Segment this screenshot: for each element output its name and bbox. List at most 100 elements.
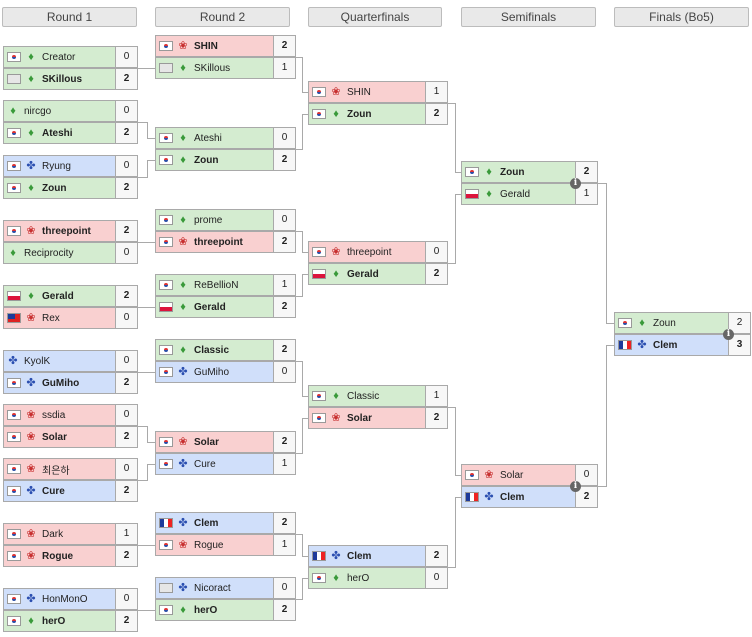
bracket-connector: [147, 242, 155, 243]
player-name: Cure: [42, 485, 65, 497]
bracket-connector: [455, 475, 461, 476]
player-score: 2: [115, 546, 137, 566]
player-name-cell: ♦SKillous: [156, 58, 273, 78]
protoss-icon: ✤: [26, 485, 36, 497]
player-name-cell: ✤Cure: [156, 454, 273, 474]
player-name-cell: ♦Ateshi: [4, 123, 115, 143]
protoss-icon: ✤: [637, 339, 647, 351]
bracket-connector: [448, 567, 455, 568]
player-name-cell: ❀Solar: [4, 427, 115, 447]
terran-icon: ♦: [10, 247, 16, 259]
flag-none-icon: [159, 583, 173, 593]
flag-kr-icon: [7, 161, 21, 171]
player-name: KyolK: [24, 355, 51, 367]
bracket-connector: [302, 361, 303, 397]
player-name: Reciprocity: [24, 247, 74, 259]
bracket-connector: [302, 92, 308, 93]
player-name-cell: ♦herO: [4, 611, 115, 631]
player-score: 2: [273, 232, 295, 252]
player-score: 0: [115, 243, 137, 263]
info-icon[interactable]: i: [570, 481, 581, 492]
player-name-cell: ✤Ryung: [4, 156, 115, 176]
player-name: Gerald: [347, 268, 379, 280]
player-name: prome: [194, 214, 223, 226]
player-name-cell: ❀threepoint: [156, 232, 273, 252]
bracket-connector: [147, 610, 155, 611]
bracket-connector: [302, 418, 308, 419]
player-score: 2: [115, 611, 137, 631]
player-name-cell: ♦Zoun: [615, 313, 728, 333]
terran-icon: ♦: [486, 166, 492, 178]
player-name: ssdia: [42, 409, 66, 421]
zerg-icon: ❀: [178, 436, 188, 448]
player-name: Ateshi: [194, 132, 222, 144]
bracket-connector: [455, 103, 456, 173]
player-name-cell: ✤Clem: [156, 513, 273, 533]
player-name-cell: ✤ Cure: [4, 481, 115, 501]
flag-kr-icon: [159, 280, 173, 290]
player-score: 1: [273, 58, 295, 78]
player-name: Solar: [500, 469, 524, 481]
info-icon[interactable]: i: [723, 329, 734, 340]
info-icon[interactable]: i: [570, 178, 581, 189]
player-name: Clem: [194, 517, 219, 529]
terran-icon: ♦: [28, 182, 34, 194]
flag-kr-icon: [465, 470, 479, 480]
flag-kr-icon: [7, 52, 21, 62]
player-score: 0: [115, 405, 137, 425]
flag-fr-icon: [618, 340, 632, 350]
player-slot[interactable]: ♦ Reciprocity 0: [3, 242, 138, 264]
bracket-connector: [147, 426, 148, 443]
player-score: 0: [115, 589, 137, 609]
